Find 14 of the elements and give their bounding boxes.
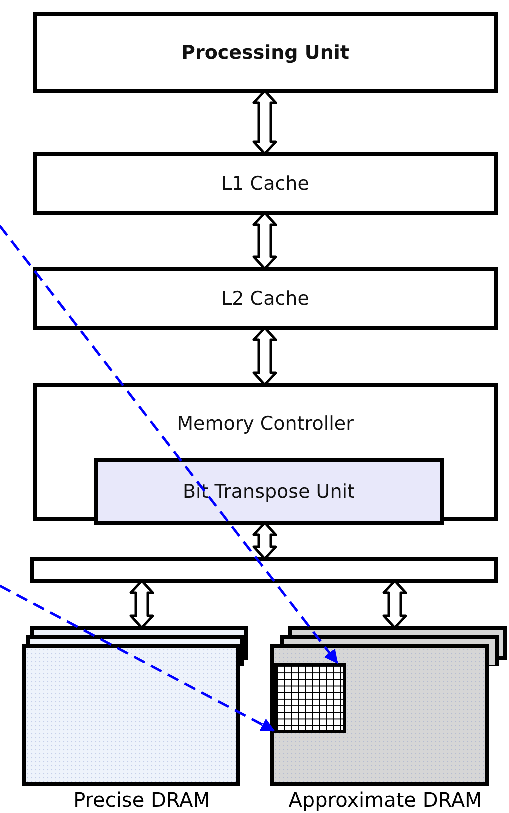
- data-block: [274, 663, 346, 733]
- dashed-arrow: [0, 225, 338, 664]
- bus-bar: [30, 557, 498, 583]
- unit-box: [33, 267, 498, 330]
- unit-box: [94, 458, 444, 525]
- unit-box: [33, 12, 498, 93]
- unit-label: Memory Controller: [177, 413, 354, 435]
- unit-label: L1 Cache: [222, 172, 310, 194]
- unit-box: [33, 152, 498, 215]
- dashed-arrow: [0, 584, 276, 732]
- unit-label: L2 Cache: [222, 288, 310, 310]
- dram-label: Precise DRAM: [72, 788, 212, 812]
- unit-label: Processing Unit: [182, 42, 350, 64]
- dram-label: Approximate DRAM: [288, 788, 484, 812]
